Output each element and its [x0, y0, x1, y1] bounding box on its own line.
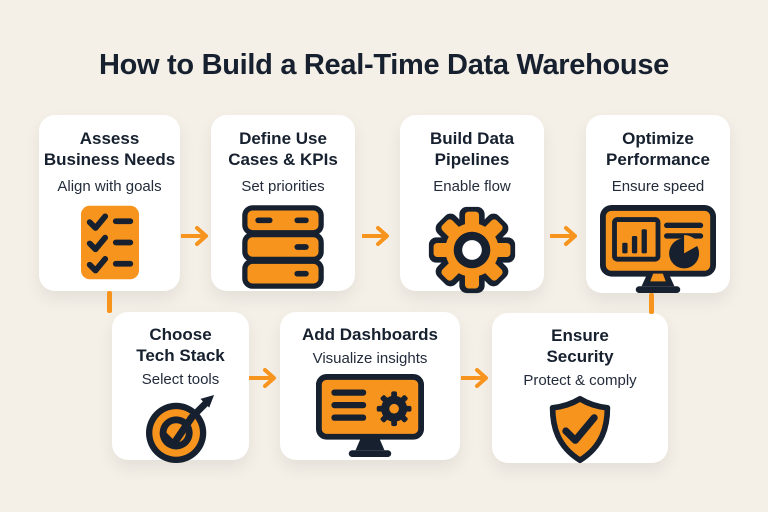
step-subtitle: Protect & comply	[523, 372, 637, 389]
step-subtitle: Ensure speed	[611, 178, 705, 195]
target-icon	[143, 395, 219, 465]
flow-arrow-right-5	[461, 368, 488, 388]
step-title-line2: Performance	[606, 150, 710, 169]
step-title: Add Dashboards	[302, 324, 438, 345]
step-card-ensure-security: Ensure Security Protect & comply	[492, 313, 668, 464]
step-title: Build Data Pipelines	[430, 128, 514, 170]
database-icon	[242, 205, 324, 289]
step-title: Optimize Performance	[606, 128, 710, 170]
step-title-line1: Assess	[79, 129, 140, 148]
flow-arrow-right-2	[362, 226, 389, 246]
flow-connector-down-2	[649, 293, 654, 314]
checklist-icon	[80, 205, 139, 280]
step-title-line1: Add Dashboards	[301, 325, 439, 344]
step-subtitle: Visualize insights	[312, 350, 428, 367]
step-title: Define Use Cases & KPIs	[228, 128, 338, 170]
step-card-optimize-performance: Optimize Performance Ensure speed	[586, 115, 730, 293]
dashboard-monitor-icon	[316, 374, 424, 457]
step-title: Assess Business Needs	[44, 128, 175, 170]
step-subtitle: Align with goals	[57, 178, 162, 195]
step-title-line1: Choose	[149, 325, 212, 344]
step-subtitle: Enable flow	[433, 178, 511, 195]
step-subtitle: Set priorities	[241, 178, 325, 195]
step-title-line2: Cases & KPIs	[228, 150, 338, 169]
flow-arrow-right-4	[249, 368, 276, 388]
flow-connector-down-1	[107, 291, 112, 313]
step-title-line1: Optimize	[622, 129, 694, 148]
gear-icon	[427, 205, 517, 295]
step-card-choose-tech-stack: Choose Tech Stack Select tools	[112, 312, 249, 464]
step-card-define-use-cases-kpis: Define Use Cases & KPIs Set priorities	[211, 115, 355, 291]
step-card-build-data-pipelines: Build Data Pipelines Enable flow	[400, 115, 544, 294]
shield-check-icon	[544, 396, 616, 464]
step-title: Ensure Security	[546, 325, 613, 367]
step-card-add-dashboards: Add Dashboards Visualize insights	[280, 312, 460, 460]
step-title-line1: Build Data	[429, 129, 515, 148]
flow-arrow-right-1	[181, 226, 208, 246]
step-title-line1: Define Use	[239, 129, 327, 148]
step-title: Choose Tech Stack	[136, 324, 225, 366]
step-title-line2: Security	[546, 347, 614, 366]
flow-arrow-right-3	[550, 226, 577, 246]
step-title-line2: Business Needs	[43, 150, 176, 169]
step-card-assess-business-needs: Assess Business Needs Align with goals	[39, 115, 180, 291]
step-title-line1: Ensure	[551, 326, 609, 345]
step-title-line2: Tech Stack	[136, 346, 225, 365]
page-title: How to Build a Real-Time Data Warehouse	[98, 49, 669, 81]
step-title-line2: Pipelines	[434, 150, 510, 169]
analytics-monitor-icon	[600, 205, 716, 294]
step-subtitle: Select tools	[141, 371, 220, 388]
